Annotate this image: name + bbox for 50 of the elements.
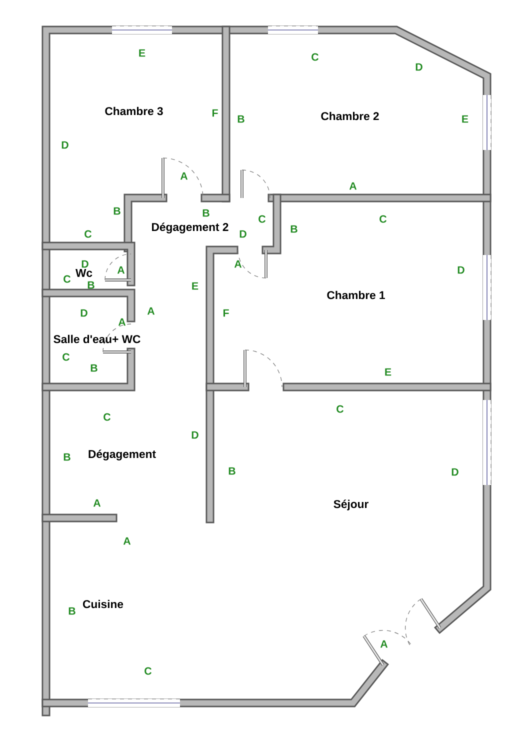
wall-letter: C [62,353,70,361]
wall-letter: A [123,537,131,545]
wall-letter: B [64,453,70,461]
wall-letter: D [416,63,422,71]
wall-letter: B [88,281,94,289]
wall-letter: A [380,640,388,648]
wall-letter: B [238,115,244,123]
wall-letter: A [180,172,188,180]
wall-letter: D [240,230,246,238]
wall-letter: B [90,364,98,372]
wall-letter: C [144,667,152,675]
room-name: Chambre 1 [327,290,385,300]
room-name: Cuisine [83,600,124,608]
wall-letter: B [114,207,120,215]
wall-letter: B [228,467,236,475]
wall-letter: A [349,182,357,190]
wall-letter: D [82,260,88,268]
room-name: Chambre 2 [321,112,379,120]
room-name: Dégagement 2 [152,222,228,234]
wall-letter: A [118,318,126,326]
wall-letter: E [139,49,146,57]
room-name: Salle d'eau+ WC [54,334,140,344]
wall-letter: B [68,607,76,615]
wall-letter: C [258,215,266,223]
wall-letter: C [104,413,111,421]
wall-letter: A [147,307,155,315]
wall-letter: E [462,115,468,123]
room-name: Dégagement [88,450,156,460]
wall-letter: E [385,368,392,376]
wall-letter: F [212,109,218,117]
room-name: Chambre 3 [105,106,163,116]
wall-letter: A [117,266,125,274]
wall-letter: D [452,468,458,476]
wall-letter: C [64,275,71,283]
wall-letter: C [312,53,319,61]
wall-letter: C [380,215,387,223]
wall-letter: C [336,405,344,413]
room-name: Séjour [334,500,368,510]
wall-letter: D [458,266,464,274]
room-name: Wc [76,269,92,277]
wall-letter: A [93,499,101,507]
wall-letter: A [234,260,242,268]
wall-letter: C [84,230,92,238]
wall-letter: D [192,431,198,439]
wall-letter: D [80,309,88,317]
wall-letter: E [192,282,198,290]
wall-letter: B [202,209,210,217]
wall-letter: F [223,309,229,317]
wall-letter: D [62,141,68,149]
wall-letter: B [290,225,298,233]
